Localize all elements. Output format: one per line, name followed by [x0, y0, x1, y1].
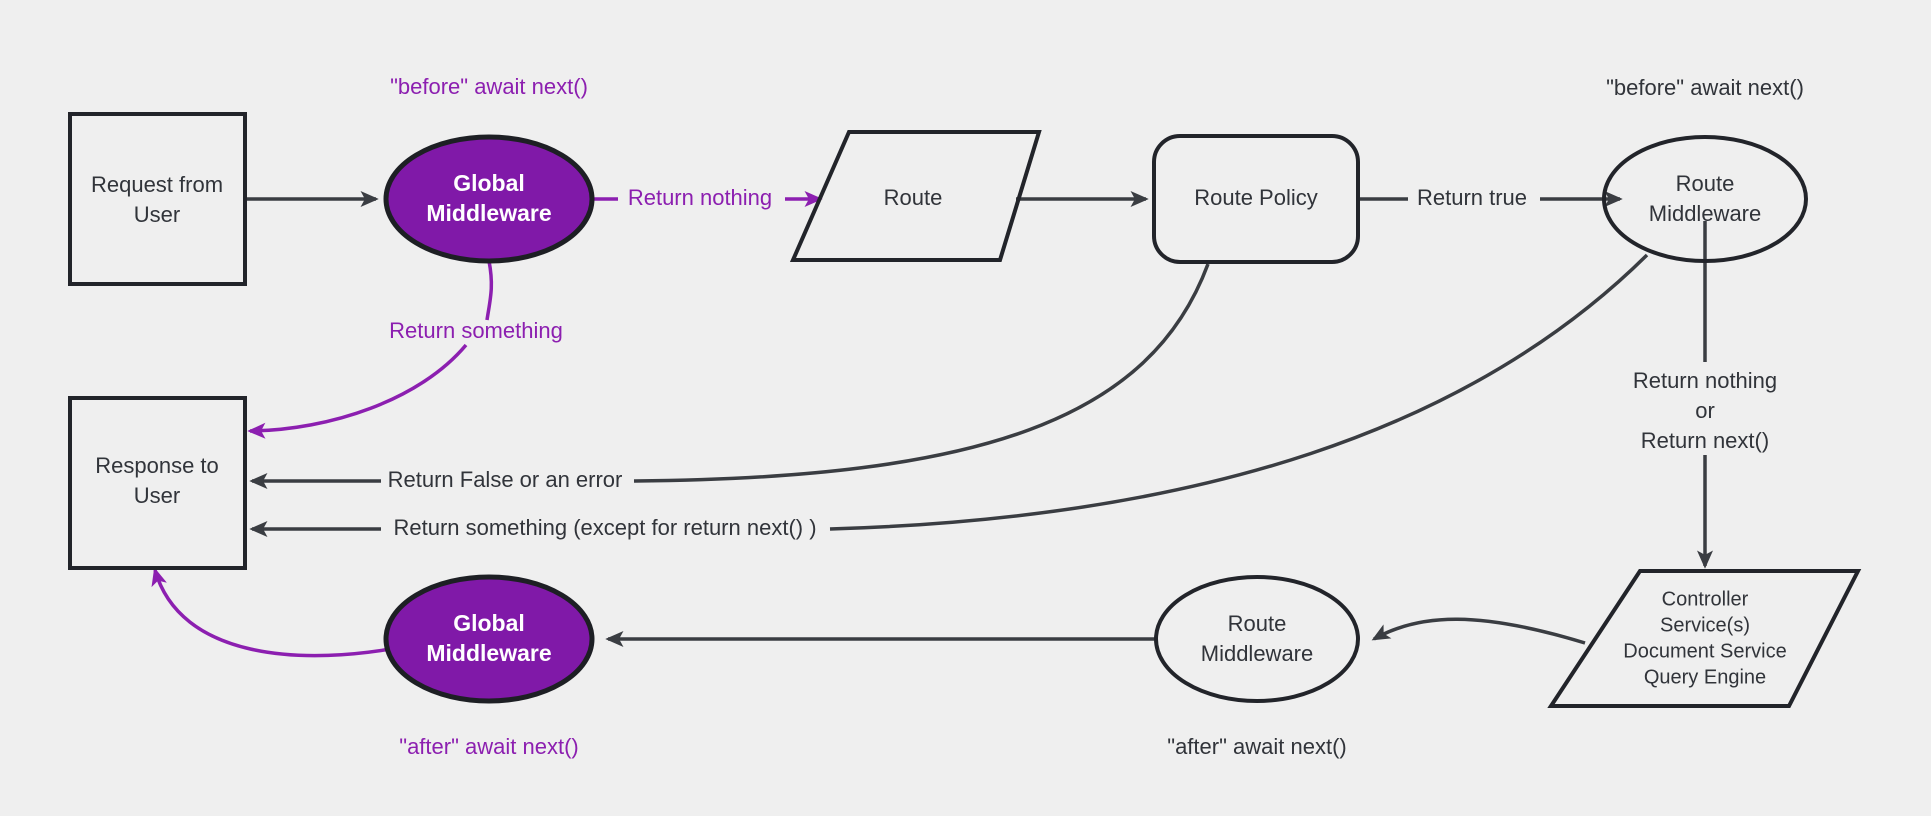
edge-label-route-middleware-branch-line2: or: [1695, 398, 1715, 423]
node-request-from-user-line1: Request from: [91, 172, 223, 197]
node-route-middleware-after-line1: Route: [1228, 611, 1287, 636]
edge-global-middleware-return-something-bottom: [247, 343, 468, 439]
edge-global-middleware-return-something-top: [485, 260, 494, 321]
node-response-to-user-line2: User: [134, 483, 180, 508]
node-response-to-user[interactable]: [68, 396, 247, 570]
edge-label-return-nothing: Return nothing: [628, 185, 772, 210]
node-route-policy-label: Route Policy: [1194, 185, 1318, 210]
node-global-middleware-before-line2: Middleware: [426, 200, 551, 226]
node-controller-stack-line4: Query Engine: [1644, 666, 1766, 688]
node-route-middleware-after-line2: Middleware: [1201, 641, 1314, 666]
node-request-from-user[interactable]: [68, 112, 247, 286]
edge-label-route-middleware-branch-line1: Return nothing: [1633, 368, 1777, 393]
node-request-from-user-line2: User: [134, 202, 180, 227]
edge-label-return-false-or-error: Return False or an error: [388, 467, 623, 492]
annotation-after-await-next-route: "after" await next(): [1167, 734, 1346, 759]
edge-controller-to-route-middleware-after: [1371, 617, 1586, 645]
node-controller-stack-line3: Document Service: [1623, 640, 1786, 662]
edge-label-route-middleware-branch-line3: Return next(): [1641, 428, 1769, 453]
node-route-middleware-after[interactable]: [1154, 575, 1360, 703]
node-route-policy[interactable]: [1152, 134, 1360, 264]
node-route-label: Route: [884, 185, 943, 210]
node-global-middleware-before-line1: Global: [453, 170, 525, 196]
node-response-to-user-line1: Response to: [95, 453, 219, 478]
node-global-middleware-before[interactable]: [383, 134, 595, 264]
annotation-before-await-next-global: "before" await next(): [390, 74, 588, 99]
node-controller-stack-line2: Service(s): [1660, 614, 1750, 636]
annotation-after-await-next-global: "after" await next(): [399, 734, 578, 759]
node-route-middleware-before-line2: Middleware: [1649, 201, 1762, 226]
annotation-before-await-next-route: "before" await next(): [1606, 75, 1804, 100]
node-global-middleware-after[interactable]: [383, 574, 595, 704]
node-route[interactable]: [789, 130, 1042, 262]
edge-route-policy-to-response-curve: [633, 263, 1210, 483]
node-controller-stack-line1: Controller: [1662, 588, 1749, 610]
edge-label-return-something-except-next: Return something (except for return next…: [393, 515, 816, 540]
node-route-middleware-before-line1: Route: [1676, 171, 1735, 196]
edge-label-return-true: Return true: [1417, 185, 1527, 210]
edge-label-return-something: Return something: [389, 318, 563, 343]
node-route-middleware-before[interactable]: [1602, 135, 1808, 263]
node-controller-stack[interactable]: [1547, 569, 1862, 708]
node-global-middleware-after-line1: Global: [453, 610, 525, 636]
edge-route-middleware-to-response-curve: [829, 253, 1649, 531]
node-global-middleware-after-line2: Middleware: [426, 640, 551, 666]
edge-global-middleware-after-to-response: [151, 567, 413, 658]
